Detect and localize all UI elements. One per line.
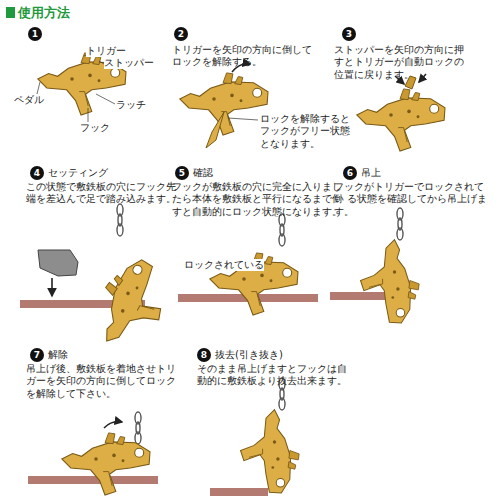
step-number-circle: 7 — [30, 348, 44, 362]
step-number-circle: 4 — [30, 166, 44, 180]
callout-number: 2 — [178, 29, 184, 39]
step-number-circle: 3 — [342, 27, 356, 41]
step-heading: セッティング — [48, 166, 108, 179]
callout-note: ロックされている — [184, 259, 264, 271]
part-name: ペダル — [14, 94, 44, 106]
step-heading: 確認 — [193, 166, 213, 179]
step-text: フックがトリガーでロックされてい る状態を確認してから吊上げます。 — [334, 181, 492, 218]
step-number-circle: 5 — [175, 166, 189, 180]
callout-number: 8 — [201, 350, 207, 360]
part-name: ストッパー — [104, 57, 154, 69]
step-text: 吊上げ後、敷鉄板を着地させトリ ガーを矢印の方向に倒してロック を解除して下さい… — [26, 363, 178, 400]
step-number-circle: 1 — [28, 27, 42, 41]
callout-number: 6 — [347, 168, 353, 178]
part-name: トリガー — [86, 45, 126, 57]
step-text: フックが敷鉄板の穴に完全に入りまし たら本体を敷鉄板と平行になるまで倒 すと自動… — [172, 181, 344, 218]
part-name: ラッチ — [116, 99, 146, 111]
page-title: 使用方法 — [18, 4, 70, 22]
callout-number: 1 — [32, 29, 38, 39]
part-name: フック — [80, 122, 110, 134]
step-heading: 吊上 — [361, 166, 381, 179]
callout-note: ロックを解除すると フックがフリー状態 となります。 — [260, 113, 356, 150]
callout-number: 4 — [34, 168, 40, 178]
callout-number: 3 — [346, 29, 352, 39]
step-number-circle: 8 — [197, 348, 211, 362]
step-text: この状態で敷鉄板の穴にフック先 端を差込んで足で踏み込みます。 — [26, 181, 182, 206]
callout-number: 5 — [179, 168, 185, 178]
step-text: トリガーを矢印の方向に倒して ロックを解除する。 — [172, 44, 322, 69]
step-number-circle: 2 — [174, 27, 188, 41]
step-heading: 解除 — [48, 348, 68, 361]
step-text: そのまま吊上げますとフックは自 動的に敷鉄板より抜去出来ます。 — [197, 363, 353, 388]
step-number-circle: 6 — [343, 166, 357, 180]
step-text: ストッパーを矢印の方向に押 すとトリガーが自動ロックの 位置に戻ります。 — [334, 44, 474, 81]
callout-number: 7 — [34, 350, 40, 360]
step-heading: 抜去(引き抜き) — [215, 348, 283, 361]
